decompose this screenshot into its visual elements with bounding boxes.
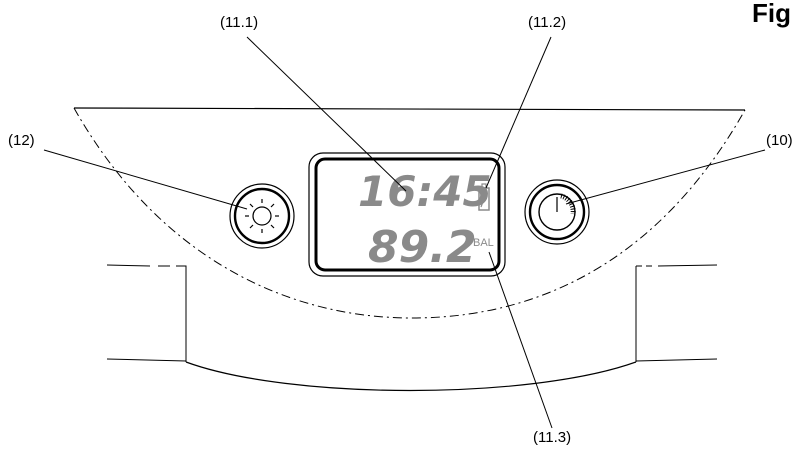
gauge-icon bbox=[538, 193, 576, 231]
callout-10: (10) bbox=[766, 132, 793, 149]
lcd-bal-label: BAL bbox=[473, 237, 494, 249]
light-button[interactable] bbox=[229, 183, 295, 249]
right-tab-bottom bbox=[635, 358, 718, 362]
leader-11-3 bbox=[488, 251, 553, 429]
housing-top-edge bbox=[73, 107, 746, 111]
lcd-display: 16:45 89.2 BAL bbox=[308, 152, 506, 277]
figure-title: Fig bbox=[752, 0, 791, 28]
left-tab-bottom bbox=[106, 358, 187, 362]
battery-icon bbox=[478, 183, 490, 211]
housing-dashed-outline bbox=[73, 107, 746, 319]
right-tab-top bbox=[657, 264, 718, 267]
gauge-button[interactable] bbox=[524, 179, 590, 245]
leader-12 bbox=[43, 149, 248, 210]
leader-11-1 bbox=[246, 36, 407, 192]
callout-11-1: (11.1) bbox=[220, 14, 259, 31]
sun-icon bbox=[245, 199, 279, 233]
leader-10 bbox=[565, 149, 766, 205]
left-tab-dashed bbox=[158, 265, 187, 361]
callout-12: (12) bbox=[8, 132, 35, 149]
lcd-time: 16:45 bbox=[358, 167, 492, 216]
leader-11-2 bbox=[485, 36, 552, 189]
callout-11-2: (11.2) bbox=[528, 14, 567, 31]
housing-bottom-curve bbox=[185, 361, 637, 392]
callout-11-3: (11.3) bbox=[533, 429, 572, 446]
lcd-value: 89.2 bbox=[368, 222, 477, 273]
left-tab-top bbox=[106, 264, 151, 267]
